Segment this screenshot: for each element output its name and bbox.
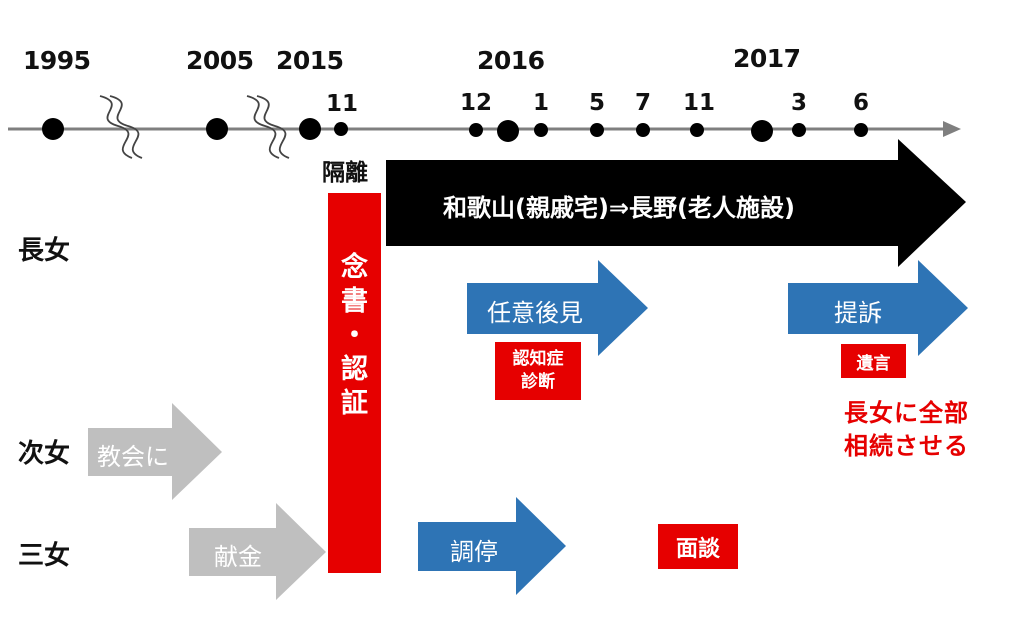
month-marker <box>636 123 650 137</box>
row-label-third: 三女 <box>18 541 71 571</box>
year-label-1995: 1995 <box>23 46 91 75</box>
month-label: 11 <box>683 90 716 116</box>
church-text: 教会に <box>97 443 169 471</box>
mediation-text: 調停 <box>450 538 498 566</box>
year-label-2015: 2015 <box>276 46 344 75</box>
month-label: 1 <box>533 90 550 116</box>
time-skip-squiggle <box>246 95 290 159</box>
donation-arrow <box>189 503 326 600</box>
month-marker <box>590 123 604 137</box>
month-label: 5 <box>589 90 606 116</box>
lawsuit-arrow <box>788 260 968 356</box>
timeline-axis-arrowhead <box>943 121 961 137</box>
month-marker <box>854 123 868 137</box>
year-label-2016: 2016 <box>477 46 545 75</box>
month-label: 11 <box>326 91 359 117</box>
donation-text: 献金 <box>214 543 262 571</box>
year-marker <box>42 118 64 140</box>
year-marker <box>751 120 773 142</box>
notary-text-3: 認 <box>341 354 368 385</box>
month-marker <box>534 123 548 137</box>
month-marker <box>792 123 806 137</box>
notary-text-1: 念 <box>341 252 368 283</box>
interview-text: 面談 <box>675 536 720 562</box>
will-text: 遺言 <box>856 353 891 374</box>
inheritance-note-line-1: 長女に全部 <box>844 399 969 427</box>
notary-text-4: 証 <box>341 388 368 419</box>
notary-bar: 念 書 ・ 認 証 <box>328 193 381 573</box>
isolation-label: 隔離 <box>322 160 368 186</box>
inheritance-note-line-2: 相続させる <box>844 432 969 460</box>
interview-box: 面談 <box>658 524 738 569</box>
year-label-2017: 2017 <box>733 44 801 73</box>
row-label-eldest: 長女 <box>18 236 71 266</box>
will-box: 遺言 <box>841 344 906 378</box>
year-marker <box>497 120 519 142</box>
inheritance-note: 長女に全部 相続させる <box>844 397 969 463</box>
guardianship-text: 任意後見 <box>487 299 583 327</box>
mediation-arrow <box>418 497 566 595</box>
church-arrow <box>88 403 222 500</box>
year-marker <box>299 118 321 140</box>
residence-text: 和歌山(親戚宅)⇒長野(老人施設) <box>443 194 795 222</box>
dementia-text-1: 認知症 <box>512 349 564 369</box>
month-label: 7 <box>635 90 652 116</box>
time-skip-squiggle <box>99 95 143 159</box>
notary-text-2: 書 <box>341 286 368 317</box>
month-label: 12 <box>460 90 493 116</box>
month-marker <box>334 122 348 136</box>
year-label-2005: 2005 <box>186 46 254 75</box>
dementia-text-2: 診断 <box>521 372 555 392</box>
residence-arrow <box>386 139 966 267</box>
row-label-second: 次女 <box>18 439 71 469</box>
month-label: 6 <box>853 90 870 116</box>
year-marker <box>206 118 228 140</box>
guardianship-arrow <box>467 260 648 356</box>
notary-text-dot: ・ <box>341 320 368 351</box>
month-marker <box>469 123 483 137</box>
dementia-diagnosis-box: 認知症 診断 <box>495 342 581 400</box>
lawsuit-text: 提訴 <box>834 299 882 327</box>
month-label: 3 <box>791 90 808 116</box>
month-marker <box>690 123 704 137</box>
